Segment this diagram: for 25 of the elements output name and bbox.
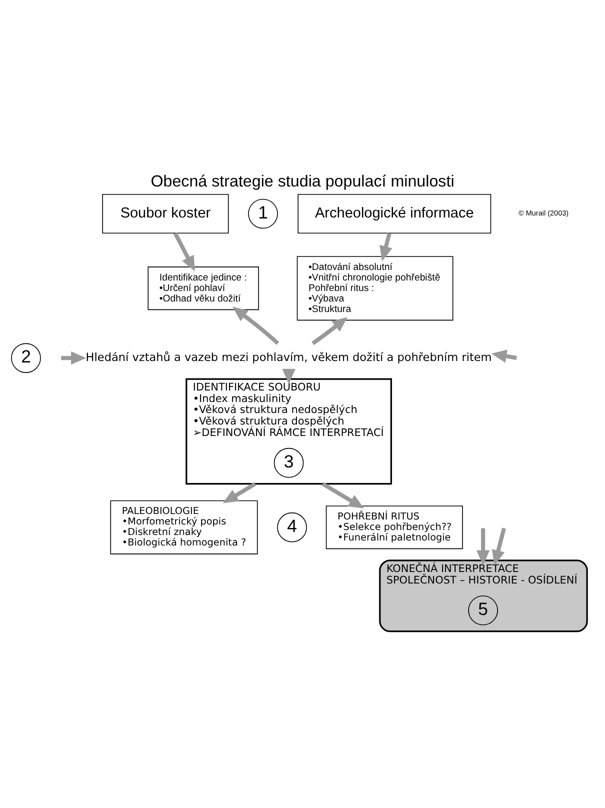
node-box: •Datování absolutní •Vnitřní chronologie pohřebiště Pohřební ritus : •Výbava •Struktura xyxy=(296,256,454,321)
arrow xyxy=(380,232,392,262)
node-box: Archeologické informace xyxy=(298,194,492,234)
label: © Murail (2003) xyxy=(518,208,569,218)
node-text: Hledání vztahů a vazeb mezi pohlavím, věkem dožití a pohřebním ritem xyxy=(86,351,492,364)
node-circle: 4 xyxy=(277,512,307,542)
node-box: Soubor koster xyxy=(102,194,229,234)
arrow xyxy=(61,351,86,365)
arrow xyxy=(312,317,348,346)
node-box: Identifikace jedince : •Určení pohlaví •Odhad věku dožití xyxy=(148,266,259,310)
arrow xyxy=(232,306,280,345)
diagram-title: Obecná strategie studia populací minulosti xyxy=(150,172,454,190)
node-circle: 1 xyxy=(248,198,278,229)
node-box: PALEOBIOLOGIE •Morfometrický popis •Diskretní znaky •Biologická homogenita ? xyxy=(110,500,258,554)
arrow xyxy=(282,368,296,384)
node-circle: 2 xyxy=(11,343,41,373)
node-circle: 5 xyxy=(468,595,498,626)
node-box: POHŘEBNÍ RITUS •Selekce pohřbených?? •Funerální paletnologie xyxy=(326,506,463,550)
arrow xyxy=(491,350,517,363)
arrow xyxy=(476,528,490,566)
arrow xyxy=(492,528,506,566)
node-circle: 3 xyxy=(274,448,304,478)
arrow xyxy=(173,232,195,272)
arrow xyxy=(222,482,256,504)
arrow xyxy=(322,482,364,508)
